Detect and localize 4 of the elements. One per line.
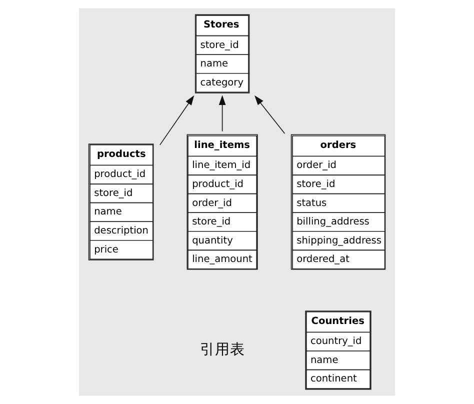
arrow [218, 95, 226, 132]
arrow [160, 95, 194, 146]
arrow [254, 95, 286, 134]
label: 引用表 [200, 340, 245, 358]
